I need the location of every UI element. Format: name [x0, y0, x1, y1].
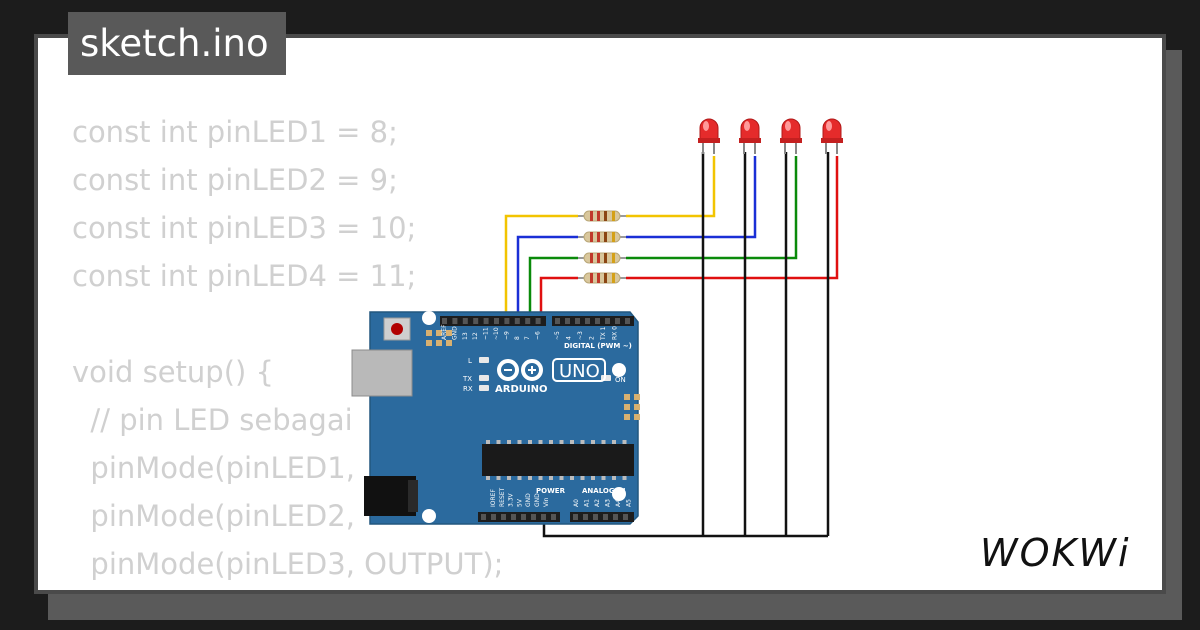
svg-text:L: L [468, 357, 472, 365]
svg-text:UNO: UNO [559, 361, 600, 382]
svg-text:RX: RX [463, 385, 473, 393]
leds [698, 118, 843, 154]
wire-green [528, 156, 798, 320]
svg-text:13: 13 [462, 332, 469, 340]
svg-text:POWER: POWER [536, 487, 566, 495]
microcontroller-chip [482, 444, 634, 476]
svg-text:2: 2 [589, 336, 596, 340]
svg-text:3.3V: 3.3V [508, 492, 515, 507]
svg-text:TX: TX [462, 375, 472, 383]
svg-text:ON: ON [615, 376, 626, 384]
svg-text:GND: GND [525, 493, 532, 507]
wokwi-logo: WOKWi [980, 531, 1131, 574]
svg-text:GND: GND [451, 326, 458, 340]
signal-wires [504, 156, 839, 320]
svg-text:8: 8 [514, 336, 521, 340]
svg-text:7: 7 [524, 336, 531, 340]
file-name-tab: sketch.ino [68, 12, 286, 75]
svg-text:~5: ~5 [554, 331, 561, 340]
power-header [478, 512, 560, 522]
svg-text:12: 12 [472, 332, 479, 340]
wire-yellow [504, 156, 716, 320]
svg-text:ARDUINO: ARDUINO [495, 384, 547, 395]
usb-port [351, 349, 413, 397]
wire-blue [516, 156, 757, 320]
svg-text:A1: A1 [584, 499, 591, 507]
analog-header [570, 512, 634, 522]
svg-text:RX 0: RX 0 [612, 326, 619, 340]
svg-text:A0: A0 [573, 499, 580, 507]
svg-text:IOREF: IOREF [490, 489, 497, 507]
svg-text:~10: ~10 [493, 327, 500, 340]
red-led-icon [780, 118, 802, 154]
svg-text:A2: A2 [594, 499, 601, 507]
resistor [578, 252, 626, 264]
red-led-icon [698, 118, 720, 154]
svg-text:AREF: AREF [441, 324, 448, 340]
svg-text:~11: ~11 [483, 327, 490, 340]
svg-text:A3: A3 [605, 499, 612, 507]
svg-text:~6: ~6 [535, 331, 542, 340]
project-preview-card: const int pinLED1 = 8; const int pinLED2… [34, 34, 1166, 594]
red-led-icon [739, 118, 761, 154]
svg-text:A4: A4 [615, 499, 622, 507]
uno-badge [552, 358, 606, 382]
digital-header-right [552, 316, 634, 326]
arduino-logo-icon [497, 359, 543, 381]
resistor [578, 231, 626, 243]
digital-header-label: DIGITAL (PWM ~) [564, 342, 632, 350]
wire-red [539, 156, 839, 320]
resistor [578, 210, 626, 222]
resistor [578, 272, 626, 284]
svg-text:TX 1: TX 1 [600, 326, 607, 341]
svg-text:RESET: RESET [499, 487, 506, 507]
digital-header-left [440, 316, 546, 326]
ground-wires [542, 152, 830, 538]
svg-text:ANALOG IN: ANALOG IN [582, 487, 626, 495]
svg-text:GND: GND [534, 493, 541, 507]
svg-text:4: 4 [566, 336, 573, 340]
svg-text:~9: ~9 [503, 331, 510, 340]
svg-text:~3: ~3 [577, 331, 584, 340]
power-jack [364, 476, 416, 516]
svg-text:Vin: Vin [543, 497, 550, 507]
svg-text:5V: 5V [516, 498, 523, 507]
resistors [578, 210, 626, 284]
red-led-icon [821, 118, 843, 154]
svg-text:A5: A5 [626, 499, 633, 507]
svg-text:WOKWi: WOKWi [980, 531, 1131, 574]
code-preview: const int pinLED1 = 8; const int pinLED2… [72, 115, 504, 581]
